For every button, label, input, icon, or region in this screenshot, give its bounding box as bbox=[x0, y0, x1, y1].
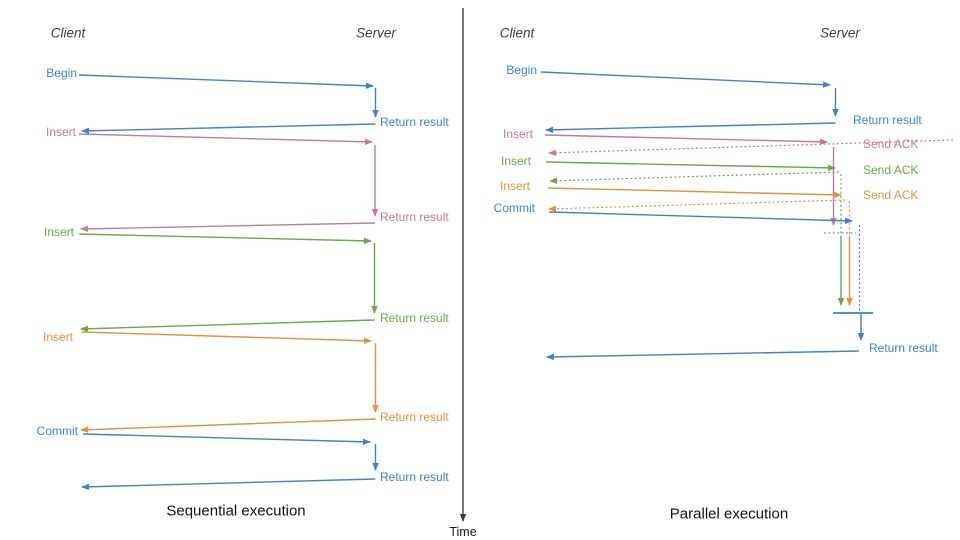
sequential-insert-3-result-label: Return result bbox=[380, 410, 449, 424]
sequential-server-column-header: Server bbox=[356, 25, 396, 41]
sequential-begin-response-arrow bbox=[81, 123, 376, 135]
sequential-insert-2-op-label: Insert bbox=[44, 225, 75, 239]
parallel-server-column-header: Server bbox=[820, 25, 860, 41]
sequential-commit-request-arrow bbox=[82, 433, 371, 446]
parallel-begin-response-arrow bbox=[545, 122, 836, 134]
sequential-client-column-header: Client bbox=[50, 25, 86, 41]
sequential-commit-result-label: Return result bbox=[380, 470, 449, 484]
parallel-commit-request-arrow bbox=[548, 211, 853, 224]
sequential-insert-1-op-label: Insert bbox=[46, 125, 77, 139]
sequential-insert-2-response-arrow bbox=[80, 319, 375, 332]
parallel-insert-1-op-label: Insert bbox=[503, 127, 534, 141]
sequential-insert-3-op-label: Insert bbox=[43, 330, 74, 344]
parallel-begin-result-label: Return result bbox=[853, 113, 922, 127]
sequential-insert-3-response-arrow bbox=[80, 418, 376, 433]
sequential-insert-2-request-arrow bbox=[78, 233, 372, 245]
sequential-insert-2-result-label: Return result bbox=[380, 311, 449, 325]
parallel-insert-3-result-label: Send ACK bbox=[863, 188, 918, 202]
parallel-insert-1-result-label: Send ACK bbox=[863, 137, 918, 151]
sequential-insert-1-result-label: Return result bbox=[380, 210, 449, 224]
sequential-panel-title: Sequential execution bbox=[166, 502, 306, 520]
parallel-insert-3-op-label: Insert bbox=[500, 179, 531, 193]
parallel-insert-2-result-label: Send ACK bbox=[863, 163, 918, 177]
parallel-insert-3-response-arrow bbox=[548, 199, 846, 212]
time-axis-label: Time bbox=[449, 525, 477, 539]
parallel-commit-op-label: Commit bbox=[494, 201, 536, 215]
sequential-begin-op-label: Begin bbox=[46, 66, 77, 80]
parallel-client-column-header: Client bbox=[499, 25, 535, 41]
sequential-commit-op-label: Commit bbox=[37, 424, 79, 438]
sequential-insert-3-request-arrow bbox=[81, 331, 372, 344]
sequential-commit-response-arrow bbox=[81, 478, 376, 491]
parallel-insert-3-request-arrow bbox=[547, 187, 842, 199]
sequential-insert-1-request-arrow bbox=[78, 133, 373, 146]
parallel-insert-2-op-label: Insert bbox=[501, 154, 532, 168]
parallel-final-response-arrow bbox=[546, 350, 860, 361]
parallel-insert-1-response-arrow bbox=[548, 139, 954, 156]
parallel-final-response-label: Return result bbox=[869, 341, 938, 355]
parallel-begin-request-arrow bbox=[540, 71, 831, 88]
parallel-insert-1-request-arrow bbox=[544, 134, 828, 146]
parallel-insert-2-response-arrow bbox=[549, 171, 840, 184]
parallel-insert-2-request-arrow bbox=[545, 161, 836, 172]
parallel-panel-title: Parallel execution bbox=[669, 505, 789, 523]
sequential-begin-request-arrow bbox=[78, 74, 374, 89]
sequential-begin-result-label: Return result bbox=[380, 115, 449, 129]
sequential-insert-1-response-arrow bbox=[80, 222, 376, 233]
parallel-begin-op-label: Begin bbox=[506, 63, 537, 77]
